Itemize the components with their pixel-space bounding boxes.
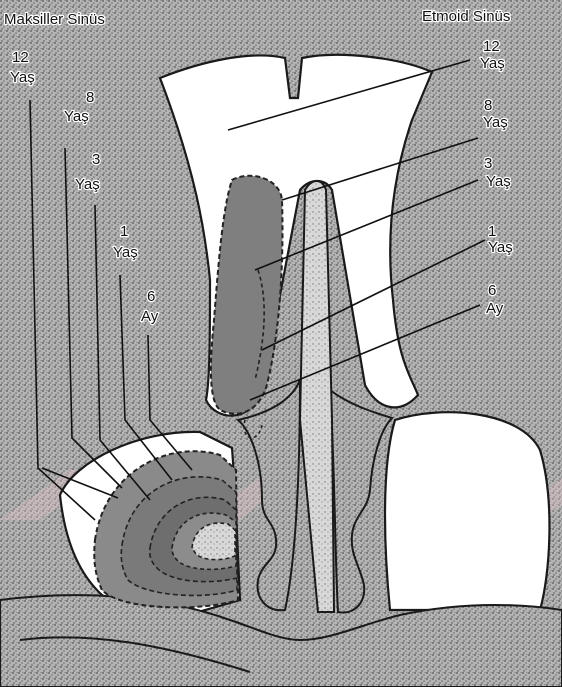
maxillary-label-value: 3 — [92, 151, 100, 168]
maxillary-label-value: 12 — [12, 49, 29, 66]
ethmoid-label-value: 12 — [483, 38, 500, 55]
ethmoid-sinus-title: Etmoid Sinüs — [422, 8, 510, 25]
maxillary-label-unit: Ay — [141, 308, 159, 325]
ethmoid-label-unit: Yaş — [486, 173, 511, 190]
ethmoid-label-unit: Yaş — [483, 114, 508, 131]
ethmoid-label-unit: Yaş — [488, 239, 513, 256]
maxillary-label-unit: Yaş — [64, 108, 89, 125]
ethmoid-label-value: 6 — [488, 282, 496, 299]
ethmoid-label-value: 1 — [488, 223, 496, 240]
maxillary-label-unit: Yaş — [113, 244, 138, 261]
maxillary-label-unit: Yaş — [10, 69, 35, 86]
maxillary-label-unit: Yaş — [75, 176, 100, 193]
right-orbit-region — [385, 412, 549, 610]
maxillary-label-value: 6 — [147, 288, 155, 305]
ethmoid-label-value: 3 — [484, 155, 492, 172]
ethmoid-label-unit: Yaş — [480, 55, 505, 72]
maxillary-label-value: 8 — [86, 89, 94, 106]
ethmoid-label-unit: Ay — [486, 300, 504, 317]
maxillary-label-value: 1 — [120, 223, 128, 240]
ethmoid-label-value: 8 — [484, 97, 492, 114]
maxillary-sinus-title: Maksiller Sinüs — [4, 11, 105, 28]
